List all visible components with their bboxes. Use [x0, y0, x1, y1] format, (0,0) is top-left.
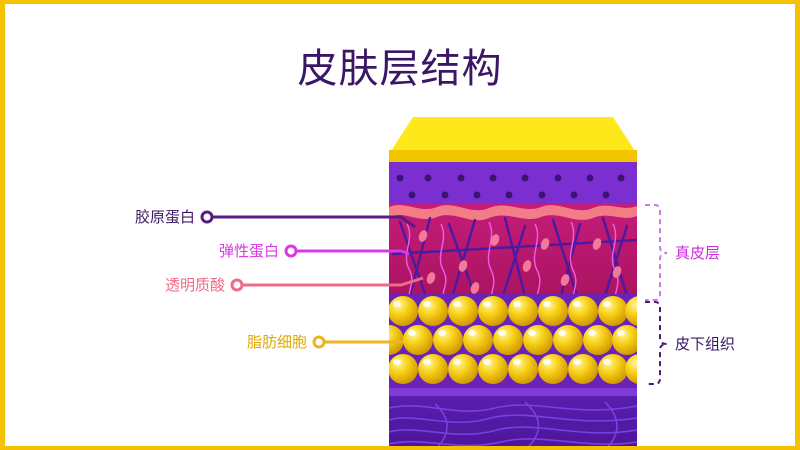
hyaluronic-droplets: [418, 230, 622, 294]
fat-cells-leader: [312, 335, 403, 349]
hyaluronic-leader: [230, 276, 424, 292]
label-dermis: 真皮层: [675, 244, 721, 262]
dermis-wavy-boundary: [389, 204, 637, 221]
label-fat-cells: 脂肪细胞: [246, 333, 307, 351]
label-hyaluronic-acid: 透明质酸: [164, 276, 225, 294]
skin-layer-diagram: [200, 117, 668, 446]
muscle-fibers: [389, 401, 637, 446]
subcutaneous-bracket: [645, 301, 668, 385]
fat-cell-highlights: [393, 301, 625, 365]
label-subcutaneous: 皮下组织: [675, 335, 736, 353]
muscle-layer: [389, 388, 637, 446]
fat-cell-row-1: [389, 296, 637, 326]
label-collagen: 胶原蛋白: [134, 208, 195, 226]
elastin-leader: [284, 244, 410, 258]
dermis-bracket: [645, 204, 668, 301]
fat-cell-row-2: [389, 325, 637, 355]
muscle-top-band: [389, 388, 637, 396]
skin-surface-top: [389, 117, 637, 154]
epidermis-layer: [389, 162, 637, 204]
skin-surface-front: [389, 150, 637, 162]
fat-cells: [389, 296, 637, 384]
collagen-leader: [200, 210, 416, 229]
epidermis-dots: [396, 174, 625, 199]
page-title: 皮肤层结构: [297, 46, 503, 92]
fat-cell-row-3: [389, 354, 637, 384]
label-elastin: 弹性蛋白: [218, 242, 279, 260]
